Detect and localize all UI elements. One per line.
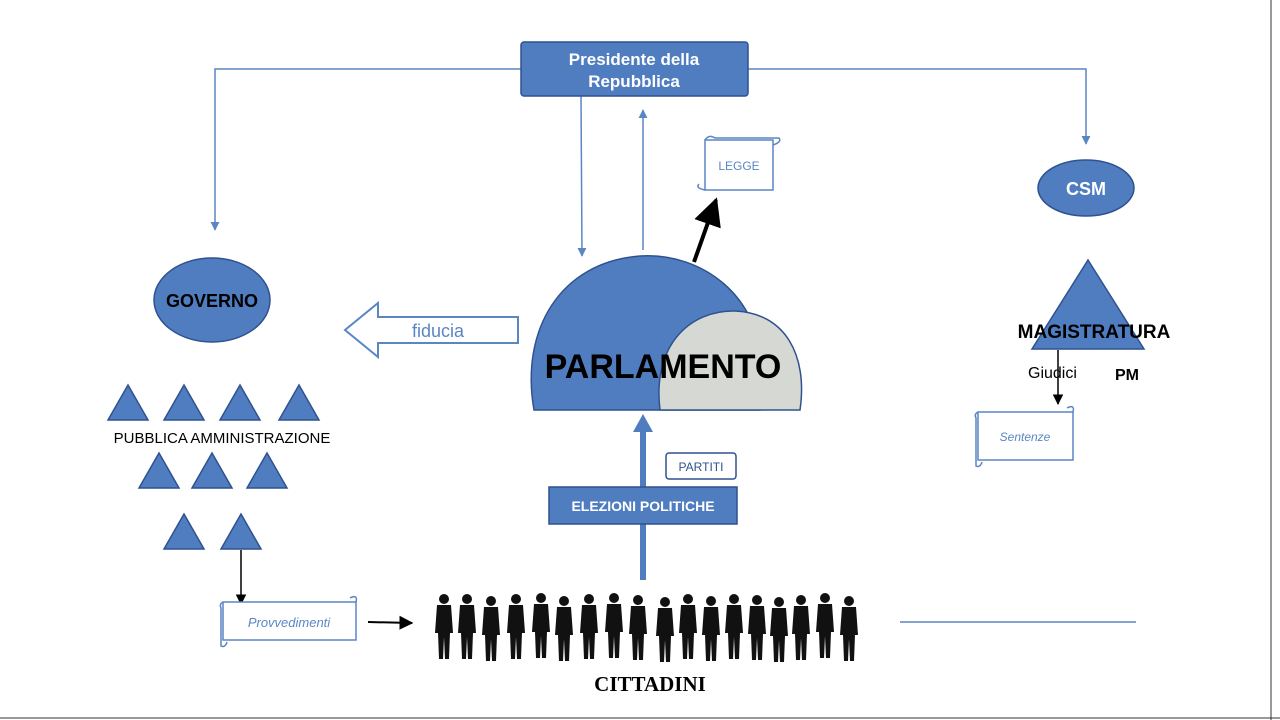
elezioni-label: ELEZIONI POLITICHE (571, 498, 714, 514)
presidente-box: Presidente della Repubblica (520, 41, 749, 97)
fiducia-label: fiducia (412, 321, 465, 341)
citizen-silhouette (725, 594, 743, 659)
citizen-silhouette (840, 596, 858, 661)
citizen-silhouette (702, 596, 720, 661)
provvedimenti-scroll: Provvedimenti (219, 595, 358, 648)
citizen-silhouette (770, 597, 788, 662)
citizen-silhouette (792, 595, 810, 660)
csm-label: CSM (1066, 179, 1106, 199)
provvedimenti-label: Provvedimenti (248, 615, 331, 630)
citizen-silhouette (532, 593, 550, 658)
sentenze-scroll-body (977, 411, 1074, 461)
pa-triangle (137, 451, 181, 489)
cittadini-to-parlamento-arrowhead (633, 414, 653, 432)
parlamento-label: PARLAMENTO (545, 348, 782, 386)
citizen-silhouette (679, 594, 697, 659)
parlamento-node: PARLAMENTO (530, 255, 803, 411)
president-connectors (210, 68, 1091, 257)
president-to-parlamento-arrow (577, 95, 587, 257)
presidente-line-1: Presidente della (569, 50, 700, 69)
citizen-silhouette (507, 594, 525, 659)
csm-node: CSM (1037, 159, 1135, 217)
pa-triangle (245, 451, 289, 489)
pa-triangle (190, 451, 234, 489)
pa-triangle (219, 512, 263, 550)
magistratura-triangle (1030, 258, 1146, 350)
partiti-box: PARTITI (665, 452, 737, 480)
citizen-silhouette (435, 594, 453, 659)
pa-triangle (106, 383, 150, 421)
fiducia-arrow-shape (343, 300, 519, 360)
cittadini-crowd (435, 593, 858, 662)
fiducia-arrow: fiducia (343, 300, 519, 360)
giudici-label: Giudici (1028, 365, 1077, 382)
magistratura-node: MAGISTRATURA Giudici PM (1018, 258, 1171, 406)
sentenze-scroll: Sentenze (974, 405, 1075, 468)
president-to-csm-arrow (748, 68, 1091, 145)
presidente-rect (520, 41, 749, 97)
parlamento-to-legge-arrow (692, 197, 721, 263)
provvedimenti-to-cittadini-arrow (367, 615, 414, 630)
csm-ellipse (1037, 159, 1135, 217)
magistratura-label: MAGISTRATURA (1018, 322, 1171, 343)
governo-label: GOVERNO (166, 291, 258, 311)
citizen-silhouette (458, 594, 476, 659)
legge-label: LEGGE (718, 159, 759, 173)
governo-node: GOVERNO (153, 257, 271, 343)
sentenze-scroll-curl-right (1066, 405, 1075, 413)
citizen-silhouette (482, 596, 500, 661)
pa-triangle (277, 383, 321, 421)
cittadini-label: CITTADINI (594, 672, 706, 696)
elezioni-rect (548, 486, 738, 525)
provvedimenti-scroll-curl-left (219, 601, 228, 648)
governo-ellipse (153, 257, 271, 343)
partiti-label: PARTITI (679, 460, 724, 474)
legge-scroll: LEGGE (697, 135, 781, 191)
legge-scroll-body (704, 139, 774, 191)
parlamento-dome-grey (658, 310, 803, 411)
partiti-rect (665, 452, 737, 480)
citizen-silhouette (605, 593, 623, 658)
citizen-silhouette (555, 596, 573, 661)
pa-triangle (162, 383, 206, 421)
pa-triangle (218, 383, 262, 421)
citizen-silhouette (748, 595, 766, 660)
provvedimenti-scroll-curl-right (349, 595, 358, 603)
legge-scroll-curl-top (704, 135, 781, 146)
pa-triangle (162, 512, 206, 550)
sentenze-label: Sentenze (1000, 430, 1051, 444)
pubblica-amministrazione-label: PUBBLICA AMMINISTRAZIONE (114, 430, 331, 447)
elezioni-box: ELEZIONI POLITICHE (548, 486, 738, 525)
citizen-silhouette (629, 595, 647, 660)
citizen-silhouette (656, 597, 674, 662)
pubblica-amministrazione-triangles (106, 383, 321, 550)
presidente-line-2: Repubblica (588, 72, 680, 91)
president-to-governo-arrow (210, 68, 521, 231)
sentenze-scroll-curl-left (974, 411, 983, 468)
provvedimenti-scroll-body (222, 601, 357, 641)
pm-label: PM (1115, 367, 1139, 384)
citizen-silhouette (816, 593, 834, 658)
legge-scroll-curl-bottom (697, 183, 706, 191)
citizen-silhouette (580, 594, 598, 659)
